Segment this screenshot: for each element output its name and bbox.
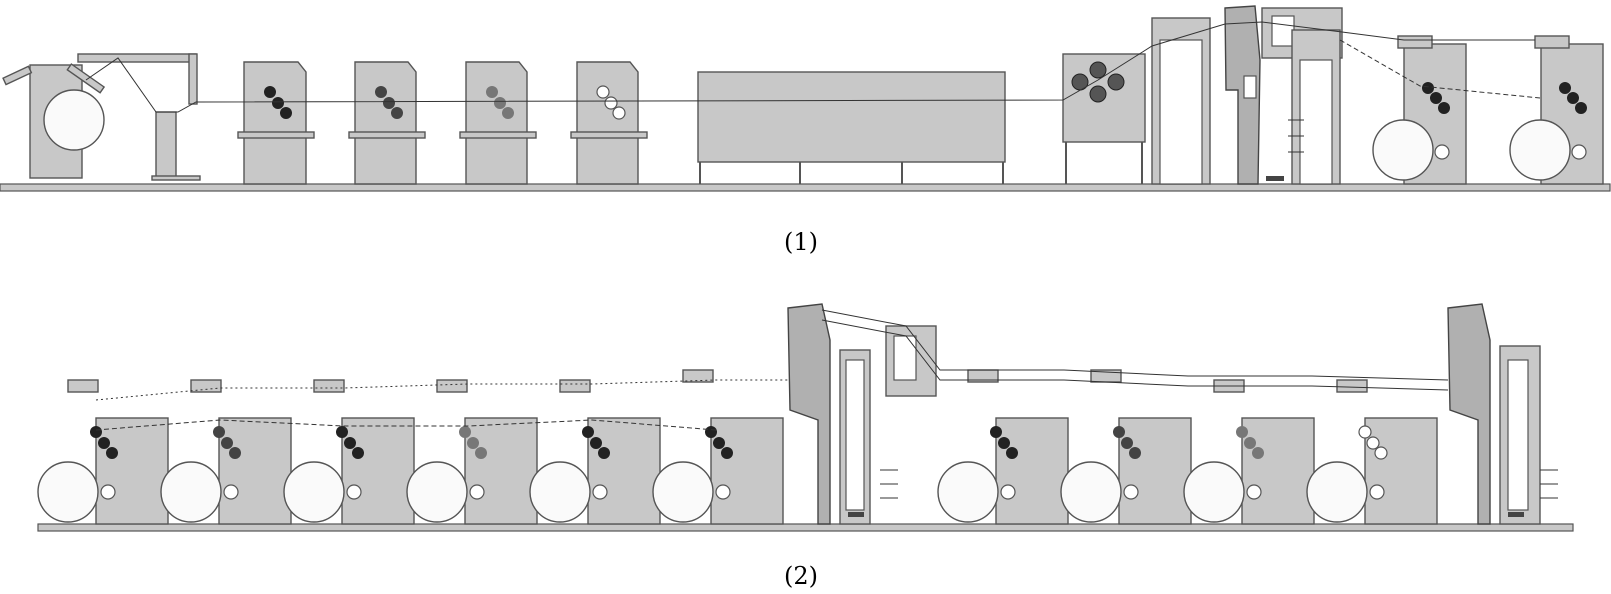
- web-path-2a: [95, 379, 788, 401]
- print-unit-3: [459, 61, 537, 185]
- print-unit-c: [283, 379, 415, 525]
- web-path-2d: [821, 319, 1449, 391]
- web-path-2c: [821, 309, 1449, 381]
- folder-unit-1: [1224, 5, 1343, 185]
- caption-top: (1): [784, 228, 818, 256]
- print-unit-4: [570, 61, 648, 185]
- print-unit-1: [237, 61, 315, 185]
- print-unit-2: [348, 61, 426, 185]
- rewind-unit-1: [1372, 35, 1467, 185]
- rewind-unit-2: [1509, 35, 1604, 185]
- folder-unit-2: [787, 303, 937, 525]
- print-unit-j: [1306, 379, 1438, 525]
- print-unit-g: [937, 369, 1069, 525]
- floor-rail-2: [37, 523, 1574, 532]
- print-units-row-2: [37, 369, 1438, 525]
- print-unit-f: [652, 369, 784, 525]
- chill-roll-stand: [1062, 53, 1146, 184]
- print-unit-h: [1060, 369, 1192, 525]
- web-path-1: [85, 21, 1535, 113]
- unwind-stand: [2, 63, 106, 179]
- print-unit-e: [529, 379, 661, 525]
- print-unit-b: [160, 379, 292, 525]
- print-unit-i: [1183, 379, 1315, 525]
- guide-tower: [1151, 17, 1211, 185]
- web-path-1b: [1339, 39, 1541, 99]
- press-line-2: [37, 303, 1574, 532]
- dryer-unit: [697, 71, 1006, 184]
- press-line-1: [0, 5, 1611, 192]
- print-unit-a: [37, 379, 169, 525]
- folder-unit-3: [1447, 303, 1558, 525]
- caption-bottom: (2): [784, 562, 818, 590]
- floor-rail-1: [0, 183, 1611, 192]
- print-unit-d: [406, 379, 538, 525]
